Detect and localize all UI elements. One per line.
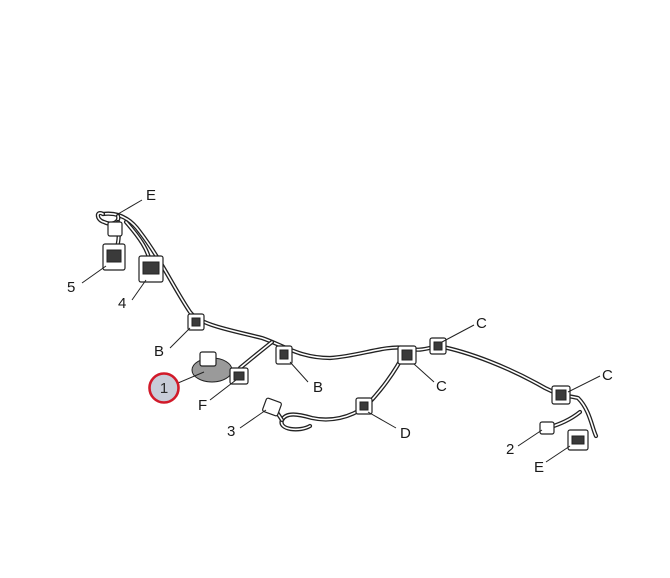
callout-d: D (400, 425, 411, 442)
clip-top-e (107, 221, 123, 237)
highlighted-callout-1[interactable]: 1 (148, 372, 180, 404)
connector-3 (262, 397, 282, 417)
callout-3: 3 (227, 423, 235, 440)
callout-b-mid: B (313, 379, 323, 396)
callout-c-top: C (476, 315, 487, 332)
clip-c-top (429, 337, 447, 355)
clip-d (355, 397, 373, 415)
part-1-sensor (191, 351, 249, 385)
callout-b-left: B (154, 343, 164, 360)
clip-b-left (187, 313, 205, 331)
clip-b-mid (275, 345, 293, 365)
callout-f: F (198, 397, 207, 414)
callout-e-top: E (146, 187, 156, 204)
callout-c-right: C (602, 367, 613, 384)
leader-lines (81, 199, 601, 463)
harness-wires (95, 211, 599, 439)
callout-1: 1 (160, 380, 168, 397)
connector-e-bottom (567, 429, 589, 451)
clip-c-right (551, 385, 571, 405)
connector-2 (539, 421, 555, 435)
callout-5: 5 (67, 279, 75, 296)
callout-2: 2 (506, 441, 514, 458)
connector-5 (102, 243, 126, 271)
callout-c-mid: C (436, 378, 447, 395)
callout-4: 4 (118, 295, 126, 312)
callout-e-bottom: E (534, 459, 544, 476)
clip-c-mid (397, 345, 417, 365)
connector-4 (138, 255, 164, 283)
